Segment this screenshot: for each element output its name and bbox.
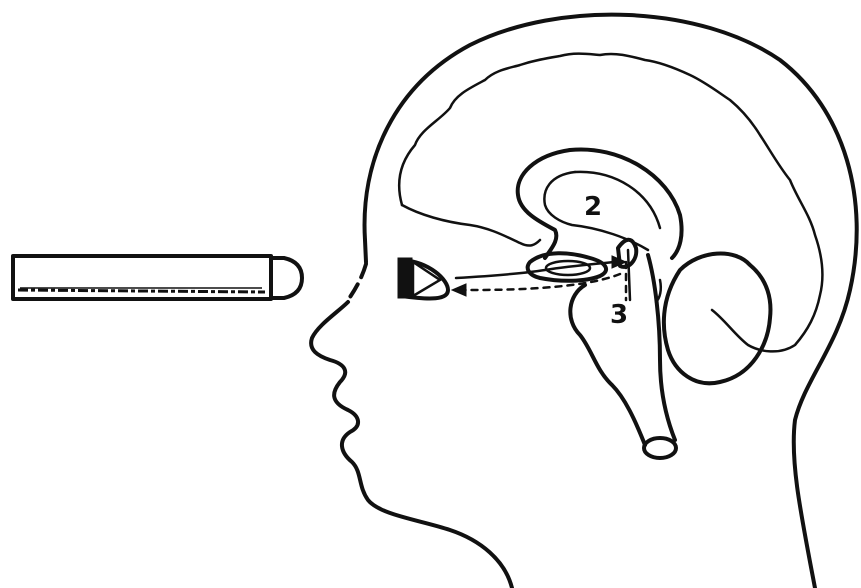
forehead-line: [365, 240, 366, 262]
eye-icon: [398, 258, 448, 298]
head-outline: [311, 15, 857, 588]
penlight-icon: [13, 256, 302, 299]
label-2: 2: [584, 192, 602, 222]
face-profile: [311, 302, 512, 588]
nose-bridge-dashed: [348, 264, 366, 300]
label-3: 3: [610, 300, 628, 330]
cerebellum: [664, 254, 771, 384]
arrow-head-return: [452, 284, 466, 296]
